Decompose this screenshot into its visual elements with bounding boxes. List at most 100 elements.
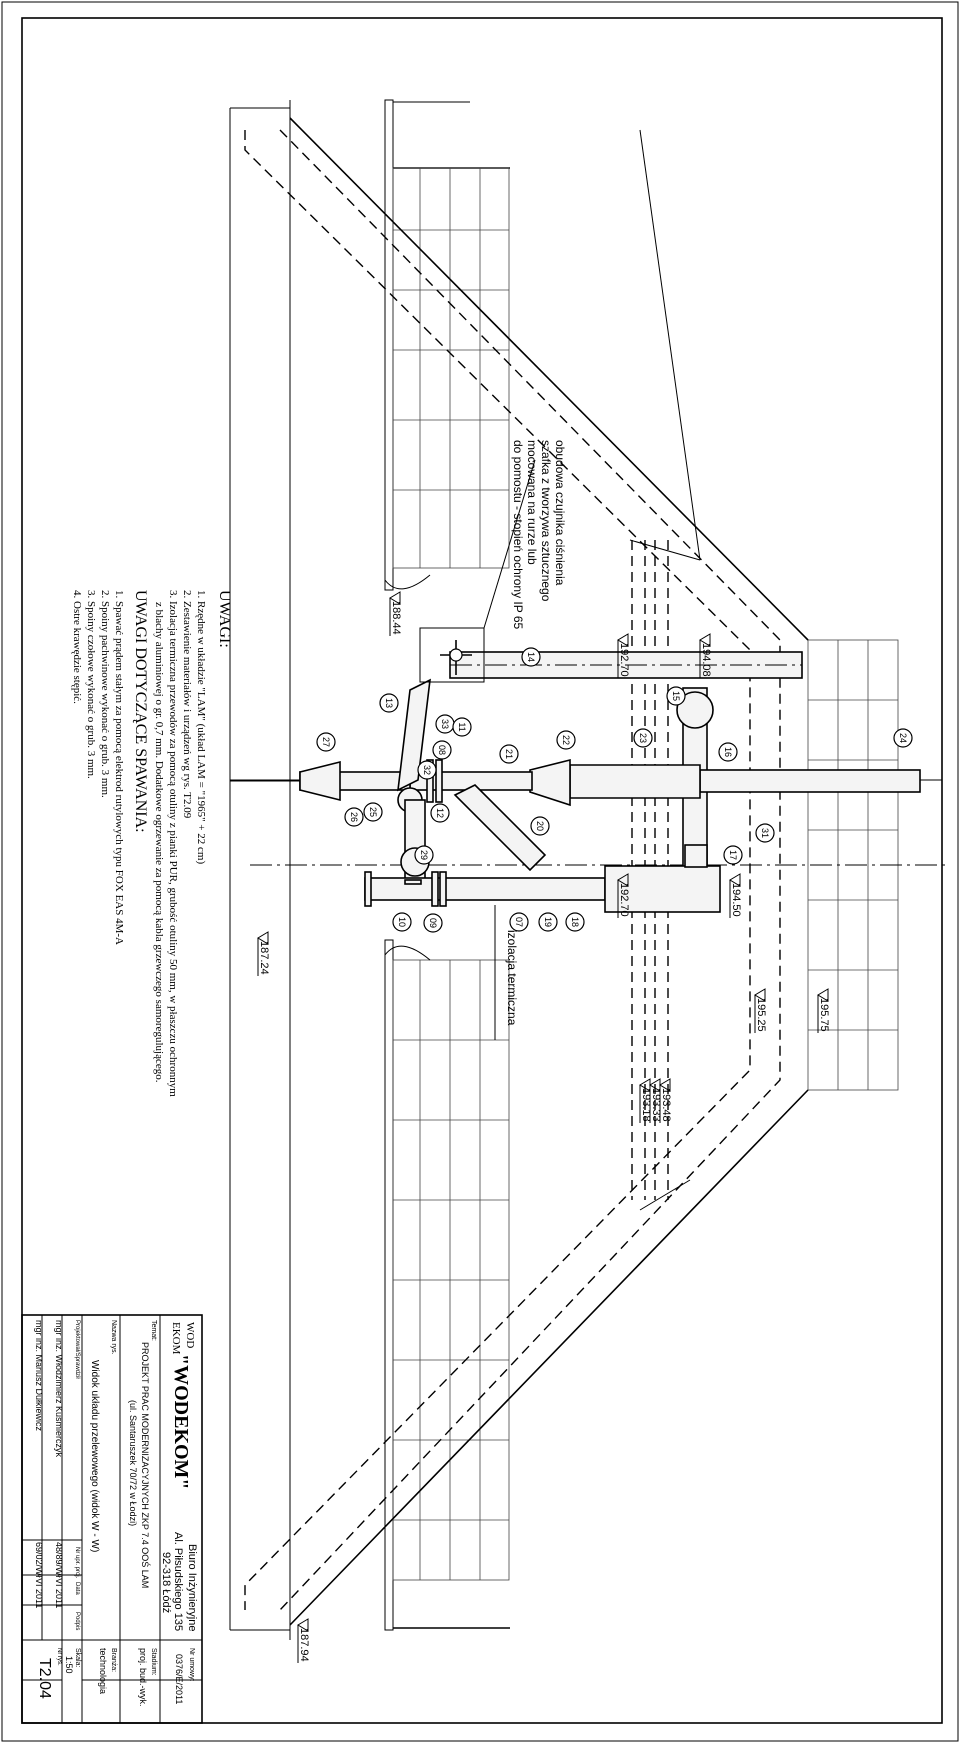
pipe-07 — [364, 877, 606, 901]
item-number: 14 — [526, 652, 536, 662]
office-name: Biuro Inżynieryjne — [186, 1544, 198, 1631]
elevation-value: 195.25 — [755, 998, 767, 1032]
note-2: 2. Zestawienie materiałów i urządzeń wg … — [181, 590, 193, 819]
notes-title: UWAGI: — [216, 590, 233, 648]
drawing-name: Widok układu przelewowego (widok W - W) — [89, 1360, 100, 1552]
welding-4: 4. Ostre krawędzie stępić. — [71, 590, 83, 704]
item-number-bubble: 07 — [509, 912, 529, 932]
item-number-bubble: 11 — [452, 717, 472, 737]
pipe-16 — [699, 769, 921, 793]
branch-value: technologia — [98, 1648, 108, 1694]
elevation-mark: 195.25 — [754, 988, 767, 1033]
item-number: 21 — [504, 749, 514, 759]
item-number-bubble: 17 — [723, 845, 743, 865]
pipe-20 — [453, 784, 547, 872]
item-number-bubble: 16 — [718, 742, 738, 762]
perm-label: Nr upr. proj. — [74, 1547, 80, 1579]
elevation-mark: 193.18 — [639, 1078, 652, 1123]
scale-value: 1:50 — [64, 1656, 74, 1674]
office-city: 92-318 Łódź — [160, 1552, 172, 1613]
title-block: WOD EKOM "WODEKOM" Biuro Inżynieryjne Al… — [21, 1314, 203, 1724]
welding-1: 1. Spawać prądem stałym za pomocą elektr… — [113, 590, 125, 945]
item-number-bubble: 25 — [363, 802, 383, 822]
walkway-grating-bottom — [392, 959, 510, 1581]
elevation-value: 194.08 — [700, 643, 712, 677]
item-number-bubble: 10 — [392, 912, 412, 932]
designer-2-perm: 69/02/Wł — [34, 1542, 44, 1578]
sensor-callout-line-2: szafka z tworzywa sztucznego — [539, 440, 553, 602]
note-3: 3. Izolacja termiczna przewodów za pomoc… — [167, 590, 179, 1097]
elevation-value: 193.18 — [640, 1088, 652, 1122]
designer-2-name: mgr inż. Mariusz Dułkiewicz — [34, 1320, 44, 1432]
item-number: 08 — [437, 745, 447, 755]
item-number-bubble: 22 — [556, 730, 576, 750]
item-number-bubble: 12 — [430, 803, 450, 823]
item-number: 31 — [760, 828, 770, 838]
sensor-callout-line-3: mocowana na rurze lub — [525, 440, 539, 565]
item-number-bubble: 24 — [893, 728, 913, 748]
drawing-number: T2.04 — [36, 1658, 53, 1699]
sensor-callout-line-4: do pomostu - stopień ochrony IP 65 — [511, 440, 525, 630]
item-number: 27 — [321, 737, 331, 747]
item-number-bubble: 20 — [530, 816, 550, 836]
item-number: 09 — [428, 918, 438, 928]
item-number-bubble: 23 — [633, 728, 653, 748]
item-number: 25 — [368, 807, 378, 817]
item-number-bubble: 09 — [423, 913, 443, 933]
walkway-grating-top — [392, 167, 510, 569]
elevation-mark: 188.44 — [389, 591, 402, 636]
item-number: 24 — [898, 733, 908, 743]
elevation-value: 188.44 — [390, 601, 402, 635]
item-number-bubble: 32 — [417, 760, 437, 780]
elevation-mark: 195.75 — [817, 988, 830, 1033]
item-number: 18 — [570, 917, 580, 927]
box-18 — [604, 865, 721, 913]
tank-structure — [229, 99, 945, 1640]
drawing-no-label: Nr rys. — [56, 1648, 62, 1666]
contract-label: Nr umowy: — [188, 1648, 195, 1682]
sensor-callout-line-1: obudowa czujnika ciśnienia — [553, 440, 567, 586]
elevation-value: 194.50 — [730, 883, 742, 917]
topic-label: Temat: — [150, 1320, 157, 1341]
designer-2-date: VI 2011 — [34, 1578, 44, 1608]
sensor-housing-box — [419, 627, 485, 683]
elevation-value: 195.75 — [818, 998, 830, 1032]
stage-label: Stadium: — [150, 1648, 157, 1676]
item-number: 29 — [419, 850, 429, 860]
item-number-bubble: 29 — [414, 845, 434, 865]
topic-line-1: PROJEKT PRAC MODERNIZACYJNYCH ZKP 7.4 OO… — [140, 1342, 151, 1588]
designed-label: Projektował/Sprawdził — [74, 1320, 80, 1379]
sign-label: Podpis — [74, 1612, 80, 1630]
item-number: 19 — [543, 917, 553, 927]
elevation-value: 193.48 — [660, 1088, 672, 1122]
item-number: 23 — [638, 733, 648, 743]
item-number: 16 — [723, 747, 733, 757]
elevation-mark: 192.70 — [617, 633, 630, 678]
item-number: 13 — [384, 698, 394, 708]
item-number: 12 — [435, 808, 445, 818]
item-number-bubble: 27 — [316, 732, 336, 752]
pipe-13 — [397, 678, 431, 792]
stage-value: proj. bud.-wyk. — [138, 1648, 148, 1707]
elevation-value: 192.70 — [618, 643, 630, 677]
item-number: 15 — [671, 691, 681, 701]
note-1: 1. Rzędne w układzie "LAM" (układ LAM = … — [195, 590, 207, 864]
designer-1-perm: 48/89/Wł — [54, 1542, 64, 1578]
elevation-mark: 187.24 — [257, 931, 270, 976]
office-address: Al. Piłsudskiego 135 — [172, 1532, 184, 1631]
insulation-callout: izolacja termiczna — [505, 930, 519, 1026]
elevation-mark: 192.70 — [617, 873, 630, 918]
item-number: 22 — [561, 735, 571, 745]
item-number-bubble: 18 — [565, 912, 585, 932]
item-number-bubble: 14 — [521, 647, 541, 667]
welding-title: UWAGI DOTYCZĄCE SPAWANIA: — [132, 590, 149, 833]
item-number: 17 — [728, 850, 738, 860]
logo-bottom: EKOM — [170, 1322, 182, 1355]
note-3-cont: z blachy aluminiowej o gr. 0,7 mm. Dodat… — [153, 602, 165, 1083]
branch-label: Branża: — [110, 1648, 117, 1672]
item-number: 10 — [397, 917, 407, 927]
designer-1-date: VI 2011 — [54, 1578, 64, 1608]
